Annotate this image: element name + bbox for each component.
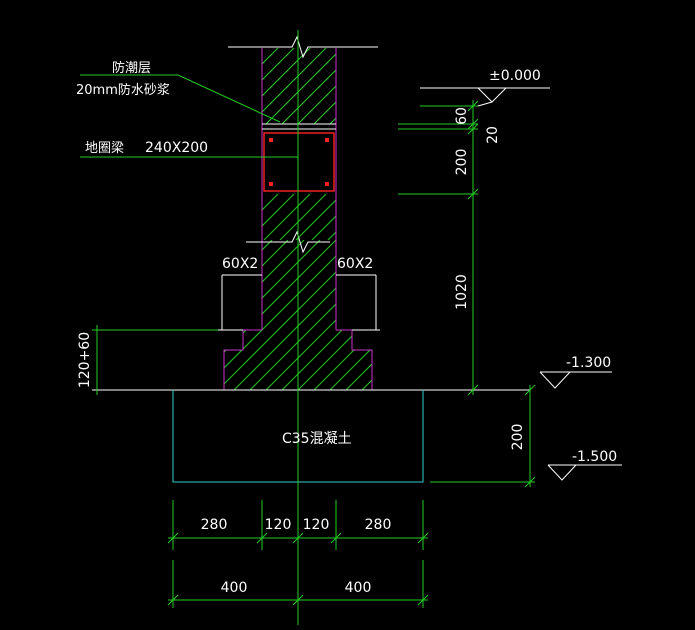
concrete-label: C35混凝土 xyxy=(282,431,352,447)
elevation-mid: -1.300 xyxy=(566,355,611,371)
hatch-line xyxy=(265,53,336,124)
hatch-line xyxy=(297,240,372,390)
hatch-line xyxy=(313,101,336,124)
damp-proof-course xyxy=(262,123,336,130)
hatch-line xyxy=(279,194,327,240)
hatch-line xyxy=(329,117,336,124)
hatch-line xyxy=(376,194,422,240)
dim-text-1020: 1020 xyxy=(454,274,470,310)
hatch-line xyxy=(262,194,279,211)
hatch-line xyxy=(224,240,241,390)
hatch-line xyxy=(394,240,544,390)
hatch-line xyxy=(378,48,454,124)
hatch-line xyxy=(329,240,372,390)
dpc-label-line1: 防潮层 xyxy=(112,60,151,76)
hatch-line xyxy=(378,240,528,390)
hatch-line xyxy=(262,48,327,113)
hatch-line xyxy=(281,69,336,124)
dim-step-right xyxy=(336,274,380,331)
elevation-marker-bottom xyxy=(547,464,622,481)
hatch-line xyxy=(311,215,336,240)
dim-text-120-left: 120 xyxy=(265,517,292,533)
dpc-label-line2: 20mm防水砂浆 xyxy=(76,82,170,98)
step-left-label: 60X2 xyxy=(222,256,258,272)
step-right-label: 60X2 xyxy=(337,256,373,272)
hatch-line xyxy=(262,48,295,81)
dim-text-280-right: 280 xyxy=(365,517,392,533)
hatch-line xyxy=(262,194,295,227)
dim-pad-height xyxy=(430,384,536,488)
hatch-line xyxy=(224,240,337,390)
hatch-line xyxy=(426,240,576,390)
hatch-line xyxy=(263,194,311,240)
dim-left-120-60 xyxy=(92,325,218,395)
ground-beam xyxy=(263,132,335,192)
hatch-line xyxy=(224,240,353,390)
dim-text-60: 60 xyxy=(454,107,470,125)
hatch-line xyxy=(313,240,372,390)
hatch-line xyxy=(249,240,372,390)
hatch-line xyxy=(224,240,289,390)
elevation-marker-top xyxy=(420,87,550,107)
hatch-line xyxy=(410,48,486,124)
dim-text-400-right: 400 xyxy=(345,580,372,596)
hatch-line xyxy=(346,48,422,124)
dim-text-200: 200 xyxy=(454,149,470,176)
dim-bottom-row2 xyxy=(167,560,429,608)
hatch-line xyxy=(297,85,336,124)
hatch-line xyxy=(345,240,372,390)
ground-beam-label: 地圈梁 xyxy=(85,141,124,156)
dim-text-20: 20 xyxy=(485,126,501,144)
dim-bottom-row1 xyxy=(167,500,429,550)
hatch-line xyxy=(262,48,311,97)
hatch-line xyxy=(360,194,406,240)
dim-step-left xyxy=(214,274,262,331)
dim-text-280-left: 280 xyxy=(201,517,228,533)
elevation-bottom: -1.500 xyxy=(572,449,617,465)
ground-beam-size: 240X200 xyxy=(145,140,208,156)
wall-hatch-upper xyxy=(262,48,486,124)
dim-text-pad-200: 200 xyxy=(510,424,526,451)
hatch-line xyxy=(295,199,336,240)
wall-hatch-middle xyxy=(262,194,422,240)
hatch-line xyxy=(262,194,263,195)
leader-lines xyxy=(80,74,298,158)
hatch-line xyxy=(262,48,263,49)
elevation-marker-mid xyxy=(539,371,612,389)
hatch-line xyxy=(362,48,438,124)
elevation-top: ±0.000 xyxy=(489,68,541,84)
dim-text-120-60: 120+60 xyxy=(77,332,93,388)
break-line-middle xyxy=(246,230,330,254)
dim-right-chain xyxy=(398,100,479,396)
hatch-line xyxy=(361,240,372,390)
hatch-line xyxy=(410,240,560,390)
dim-text-400-left: 400 xyxy=(221,580,248,596)
hatch-line xyxy=(344,194,390,240)
hatch-line xyxy=(490,240,640,390)
dim-text-120-right: 120 xyxy=(303,517,330,533)
hatch-line xyxy=(262,48,279,65)
break-line-top xyxy=(228,35,378,59)
